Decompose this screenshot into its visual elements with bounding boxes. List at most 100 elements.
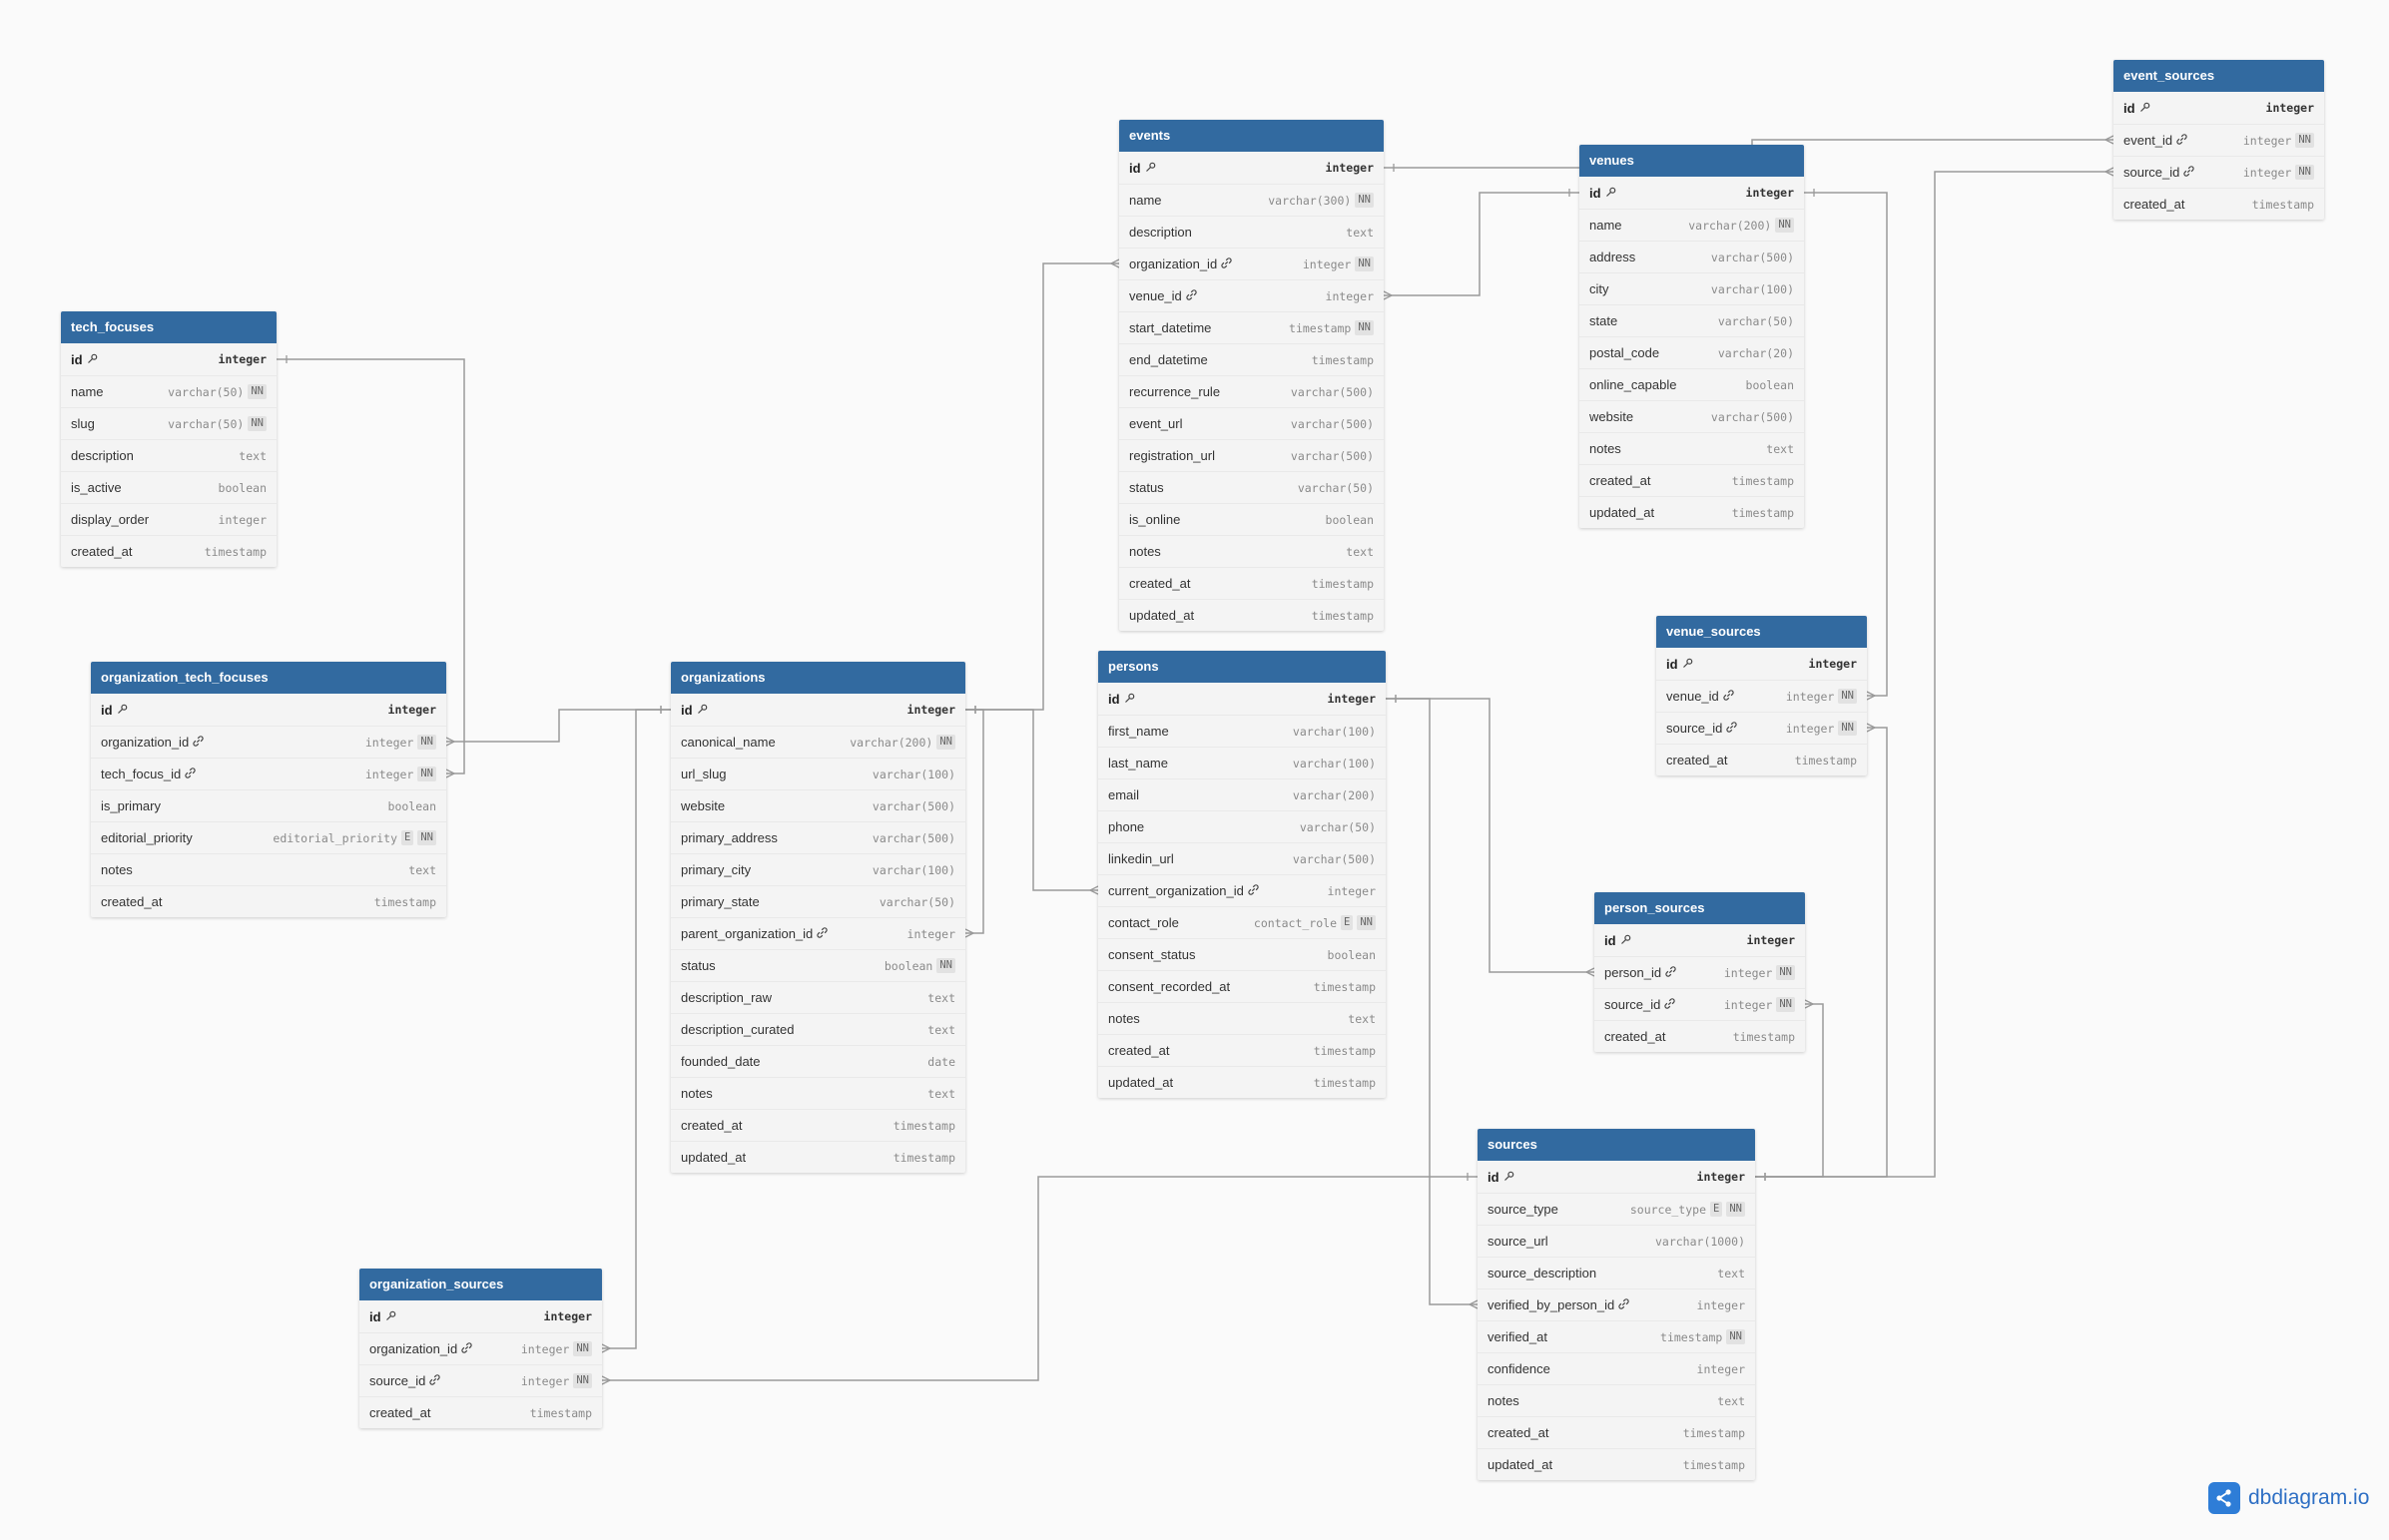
table-header[interactable]: persons: [1098, 651, 1386, 683]
table-header[interactable]: organizations: [671, 662, 965, 694]
relation-events-organization-id[interactable]: [965, 262, 1119, 711]
table-header[interactable]: organization_sources: [359, 1269, 602, 1300]
table-header[interactable]: venue_sources: [1656, 616, 1867, 648]
relation-sources-verified-by-person-id[interactable]: [1386, 698, 1478, 1305]
table-header[interactable]: organization_tech_focuses: [91, 662, 446, 694]
table-header[interactable]: person_sources: [1594, 892, 1805, 924]
relation-person-sources-person-id[interactable]: [1386, 698, 1594, 973]
table-header[interactable]: tech_focuses: [61, 311, 277, 343]
table-header[interactable]: event_sources: [2113, 60, 2324, 92]
relation-organization-sources-organization-id[interactable]: [602, 709, 671, 1349]
relation-persons-current-organization-id[interactable]: [965, 709, 1098, 891]
table-header[interactable]: events: [1119, 120, 1384, 152]
relation-organizations-parent-organization-id[interactable]: [965, 709, 984, 934]
dbdiagram-brand[interactable]: dbdiagram.io: [2208, 1480, 2369, 1516]
